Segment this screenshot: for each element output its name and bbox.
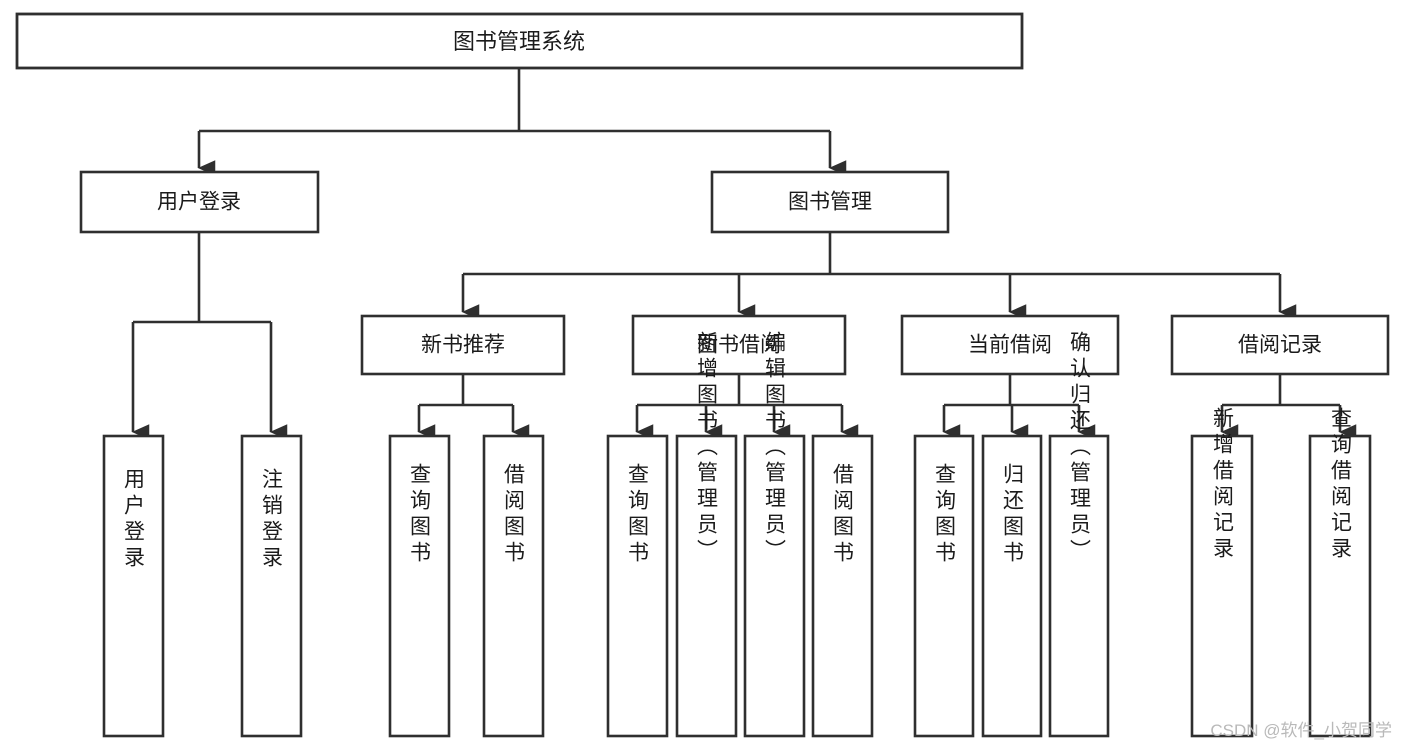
node-book-management[interactable]: 图书管理 (710, 170, 950, 234)
leaf-user-logout-box[interactable] (240, 434, 303, 738)
node-user-login-box[interactable] (79, 170, 320, 234)
leaf-user-logout-label: 注销登录 (260, 468, 284, 572)
node-user-login[interactable]: 用户登录 (79, 170, 320, 234)
leaf-query-book-box[interactable] (606, 434, 669, 738)
node-book-borrow[interactable]: 图书借阅 (631, 314, 847, 376)
leaf-add-book-admin[interactable]: 新增图书（管理员） (675, 331, 738, 738)
node-root-label: 图书管理系统 (453, 29, 585, 54)
leaf-add-borrow-record-label: 新增借阅记录 (1211, 407, 1235, 563)
leaf-add-borrow-record[interactable]: 新增借阅记录 (1190, 407, 1254, 738)
leaf-confirm-return-box[interactable] (1048, 434, 1110, 738)
leaf-return-book[interactable]: 归还图书 (981, 434, 1043, 738)
leaf-add-book-admin-box[interactable] (675, 434, 738, 738)
leaf-borrow-book[interactable]: 借阅图书 (811, 434, 874, 738)
leaf-return-book-box[interactable] (981, 434, 1043, 738)
node-root[interactable]: 图书管理系统 (15, 12, 1024, 70)
leaf-user-login-label: 用户登录 (122, 468, 146, 572)
node-borrow-record-label: 借阅记录 (1238, 334, 1322, 357)
leaf-query-borrow-record[interactable]: 查询借阅记录 (1308, 407, 1372, 738)
leaf-edit-book-admin-label: 编辑图书（管理员） (763, 331, 787, 565)
connector-layer (131, 68, 1357, 440)
leaf-query-book-current-label: 查询图书 (933, 463, 957, 567)
node-current-borrow-box[interactable] (900, 314, 1120, 376)
leaf-confirm-return-label: 确认归还（管理员） (1068, 331, 1092, 565)
leaf-query-book[interactable]: 查询图书 (606, 434, 669, 738)
node-user-login-label: 用户登录 (157, 191, 241, 214)
leaf-query-borrow-record-label: 查询借阅记录 (1329, 407, 1353, 563)
leaf-query-borrow-record-box[interactable] (1308, 434, 1372, 738)
leaf-edit-book-admin[interactable]: 编辑图书（管理员） (743, 331, 806, 738)
node-book-management-box[interactable] (710, 170, 950, 234)
node-root-box[interactable] (15, 12, 1024, 70)
node-new-book-recommend-box[interactable] (360, 314, 566, 376)
leaf-query-book-current[interactable]: 查询图书 (913, 434, 975, 738)
leaf-query-book-current-box[interactable] (913, 434, 975, 738)
leaf-user-logout[interactable]: 注销登录 (240, 434, 303, 738)
leaf-borrow-book-box[interactable] (811, 434, 874, 738)
leaf-borrow-book-new[interactable]: 借阅图书 (482, 434, 545, 738)
node-book-borrow-label: 图书借阅 (697, 334, 781, 357)
node-new-book-recommend-label: 新书推荐 (421, 334, 505, 357)
leaf-return-book-label: 归还图书 (1001, 463, 1025, 567)
leaf-user-login[interactable]: 用户登录 (102, 434, 165, 738)
node-book-borrow-box[interactable] (631, 314, 847, 376)
csdn-watermark: CSDN @软件_小贺同学 (1210, 721, 1392, 740)
leaf-add-book-admin-label: 新增图书（管理员） (695, 331, 719, 565)
leaf-add-borrow-record-box[interactable] (1190, 434, 1254, 738)
leaf-query-book-new-label: 查询图书 (408, 463, 432, 567)
node-current-borrow[interactable]: 当前借阅 (900, 314, 1120, 376)
leaf-borrow-book-new-label: 借阅图书 (502, 463, 526, 567)
leaf-query-book-new[interactable]: 查询图书 (388, 434, 451, 738)
node-borrow-record-box[interactable] (1170, 314, 1390, 376)
leaf-borrow-book-label: 借阅图书 (831, 463, 855, 567)
leaf-user-login-box[interactable] (102, 434, 165, 738)
leaf-query-book-label: 查询图书 (626, 463, 650, 567)
leaf-edit-book-admin-box[interactable] (743, 434, 806, 738)
node-new-book-recommend[interactable]: 新书推荐 (360, 314, 566, 376)
node-borrow-record[interactable]: 借阅记录 (1170, 314, 1390, 376)
node-current-borrow-label: 当前借阅 (968, 334, 1052, 357)
leaf-query-book-new-box[interactable] (388, 434, 451, 738)
node-book-management-label: 图书管理 (788, 191, 872, 214)
leaf-borrow-book-new-box[interactable] (482, 434, 545, 738)
leaf-confirm-return[interactable]: 确认归还（管理员） (1048, 331, 1110, 738)
